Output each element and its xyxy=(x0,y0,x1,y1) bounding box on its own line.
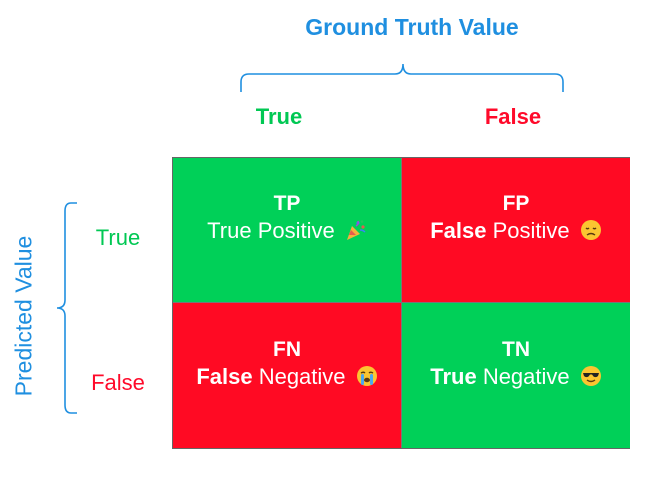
cell-word1: True xyxy=(207,218,252,243)
confusion-matrix: TP True Positive FP False Positive xyxy=(172,157,630,449)
cell-false-positive: FP False Positive xyxy=(402,158,630,303)
cell-true-negative: TN True Negative xyxy=(402,303,630,448)
ground-truth-title: Ground Truth Value xyxy=(305,14,519,40)
cell-word1: False xyxy=(196,363,253,389)
cell-word2: Negative xyxy=(258,363,346,389)
cell-description: False Negative xyxy=(196,363,377,391)
cell-word2: Negative xyxy=(482,363,570,389)
cell-word1: False xyxy=(430,218,487,243)
row-label-true: True xyxy=(95,225,141,250)
row-label-false: False xyxy=(91,370,145,395)
cell-word2: Positive xyxy=(492,218,570,243)
crying-face-icon xyxy=(356,365,377,386)
cell-abbr: TN xyxy=(502,337,530,361)
cell-description: True Positive xyxy=(207,217,367,245)
cell-word2: Positive xyxy=(257,218,335,243)
predicted-value-title-text: Predicted Value xyxy=(10,235,37,397)
cell-abbr: TP xyxy=(273,192,301,215)
cell-abbr: FP xyxy=(502,192,530,215)
cell-description: True Negative xyxy=(430,363,602,391)
cell-false-negative: FN False Negative xyxy=(173,303,402,448)
column-label-false: False xyxy=(484,104,542,129)
cell-true-positive: TP True Positive xyxy=(173,158,402,303)
party-popper-icon xyxy=(346,220,366,240)
disappointed-face-icon xyxy=(580,220,601,240)
column-label-true: True xyxy=(255,104,303,129)
cell-abbr: FN xyxy=(273,337,301,361)
cell-word1: True xyxy=(430,363,477,389)
cell-description: False Positive xyxy=(430,217,602,245)
sunglasses-face-icon xyxy=(580,365,601,386)
